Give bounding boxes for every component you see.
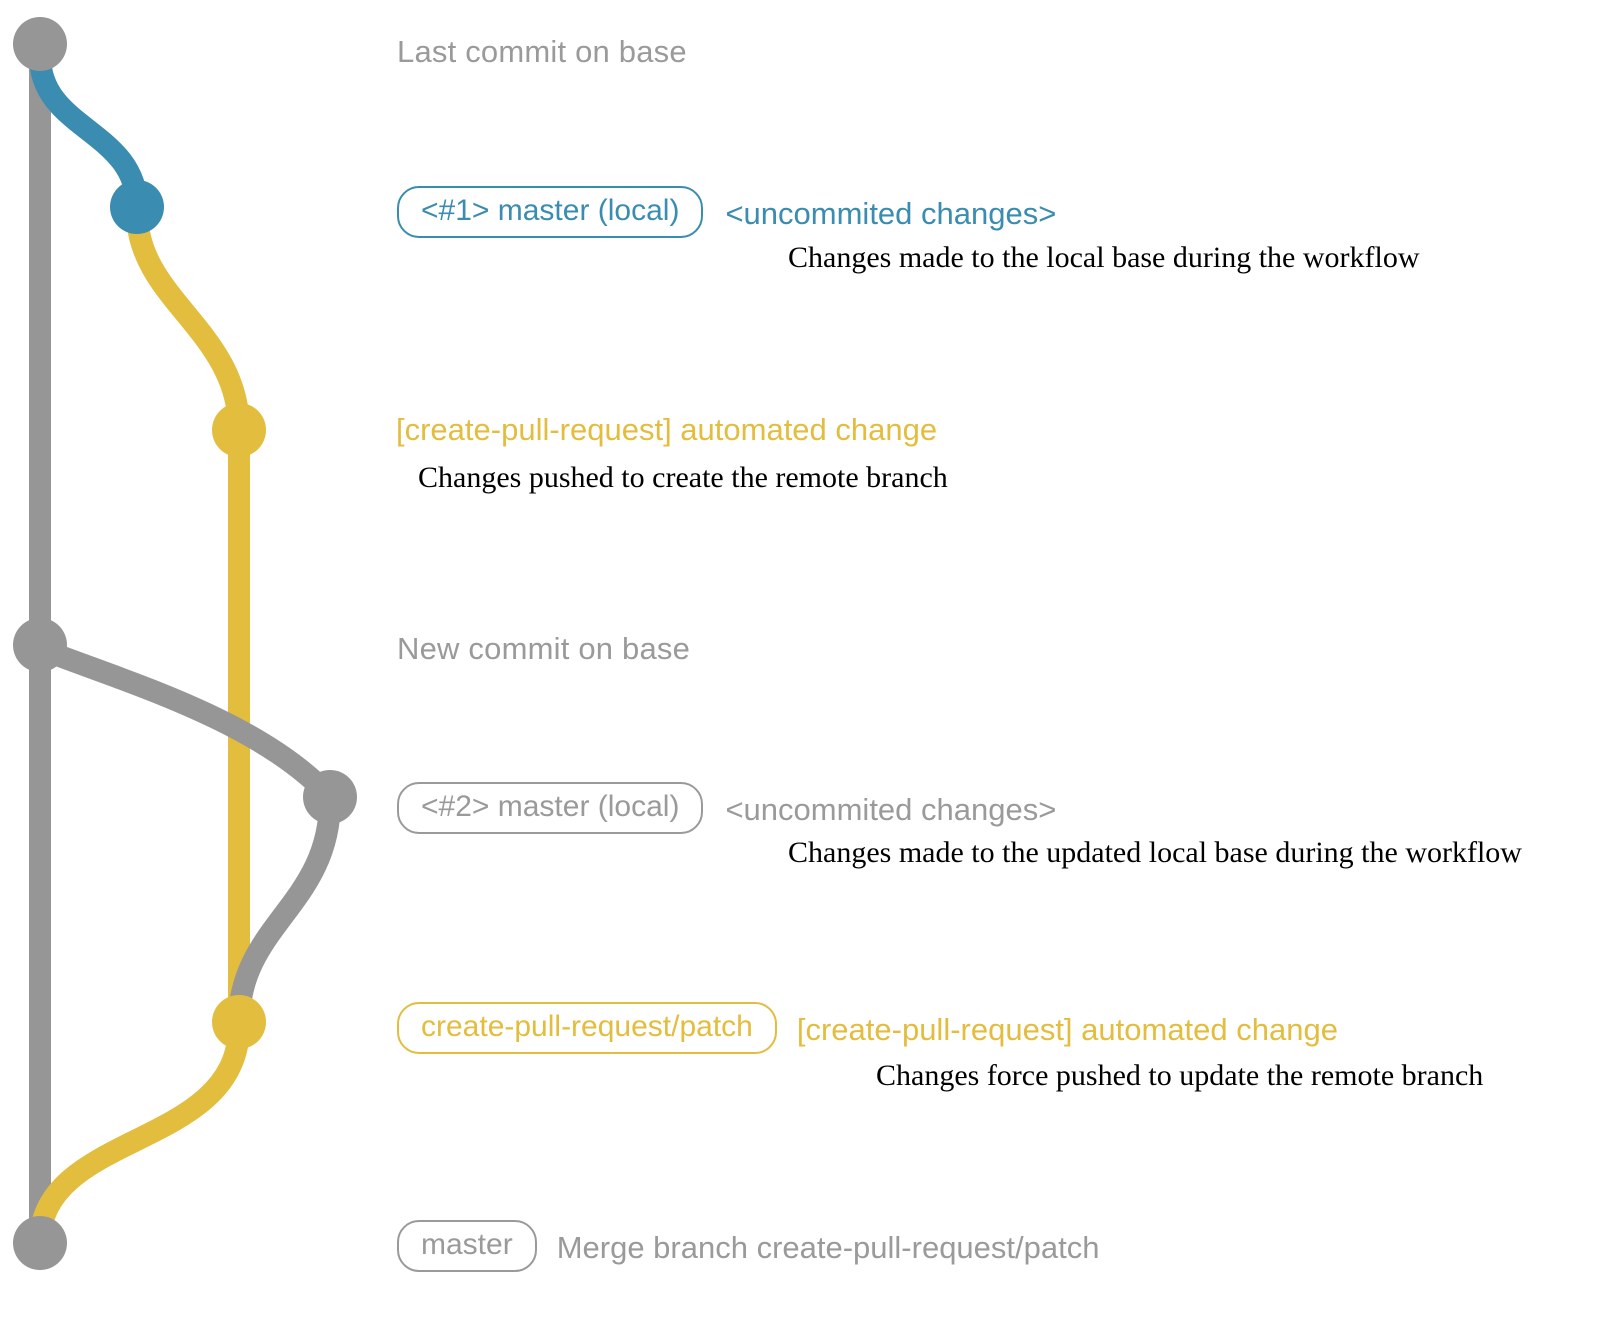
updated-local-to-patch-line (228, 789, 341, 1033)
branch-badge-label: master (421, 1228, 513, 1261)
graph-row-last-commit-on-base: Last commit on base (397, 36, 687, 67)
row-title-last-commit-on-base: Last commit on base (397, 34, 687, 69)
graph-row-local-commit-2: <#2> master (local) <uncommited changes> (397, 782, 1056, 834)
branch-badge-master[interactable]: master (397, 1220, 537, 1272)
patch-branch-line-1 (126, 201, 250, 1033)
branch-badge-local-2[interactable]: <#2> master (local) (397, 782, 704, 834)
updated-local-branch-line (33, 639, 341, 808)
row-title-automated-change-2: [create-pull-request] automated change (796, 1012, 1338, 1047)
graph-row-local-commit-1: <#1> master (local) <uncommited changes> (397, 186, 1056, 238)
row-title-merge-commit: Merge branch create-pull-request/patch (556, 1230, 1100, 1265)
row-title-local-commit-2: <uncommited changes> (725, 792, 1057, 827)
row-title-local-commit-1: <uncommited changes> (725, 196, 1057, 231)
graph-row-new-commit-on-base: New commit on base (397, 633, 690, 664)
commit-node-base-last[interactable] (13, 17, 67, 71)
graph-row-merge-commit: master Merge branch create-pull-request/… (397, 1220, 1099, 1272)
row-title-automated-change-1: [create-pull-request] automated change (396, 412, 938, 447)
commit-node-merge[interactable] (13, 1216, 67, 1270)
branch-badge-label: <#2> master (local) (421, 790, 680, 823)
row-description-local-commit-2: Changes made to the updated local base d… (788, 836, 1522, 869)
commit-node-local-1[interactable] (110, 180, 164, 234)
graph-row-automated-change-1: [create-pull-request] automated change (396, 414, 937, 445)
commit-node-patch-1[interactable] (212, 403, 266, 457)
branch-badge-patch[interactable]: create-pull-request/patch (397, 1002, 777, 1054)
branch-badge-label: <#1> master (local) (421, 194, 680, 227)
branch-badge-local-1[interactable]: <#1> master (local) (397, 186, 704, 238)
commit-node-base-new[interactable] (13, 618, 67, 672)
row-description-local-commit-1: Changes made to the local base during th… (788, 241, 1420, 274)
row-description-automated-change-2: Changes force pushed to update the remot… (876, 1059, 1484, 1092)
merge-curve-line (29, 1015, 250, 1254)
commit-node-patch-2[interactable] (212, 995, 266, 1049)
row-description-automated-change-1: Changes pushed to create the remote bran… (418, 461, 948, 494)
graph-row-automated-change-2: create-pull-request/patch [create-pull-r… (397, 1002, 1338, 1054)
row-title-new-commit-on-base: New commit on base (397, 631, 691, 666)
branch-badge-label: create-pull-request/patch (421, 1010, 753, 1043)
commit-node-local-2[interactable] (303, 770, 357, 824)
